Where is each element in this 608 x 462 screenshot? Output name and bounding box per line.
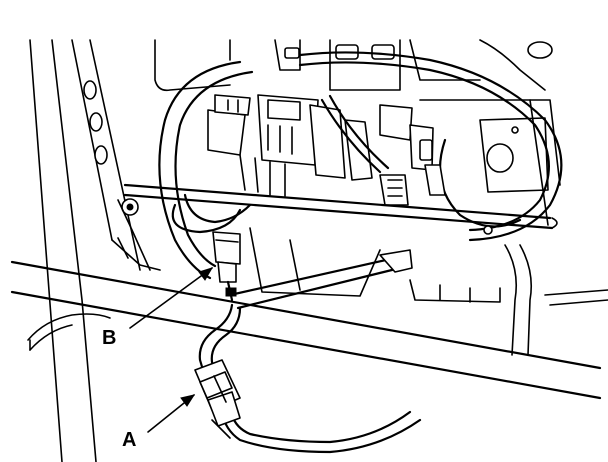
callout-label-a: A [122, 429, 136, 451]
leader-b [129, 267, 214, 329]
cross-rod [117, 183, 558, 271]
callout-label-b: B [102, 327, 116, 349]
front-crossbar [10, 260, 602, 400]
diagonal-brace [228, 249, 413, 310]
harness-to-connector-a [198, 303, 422, 454]
harness-loop-left [158, 60, 254, 280]
left-harness [27, 313, 111, 351]
left-frame [29, 39, 161, 462]
connector-a [194, 359, 241, 439]
connector-cluster [207, 94, 549, 235]
lower-plate [249, 227, 608, 356]
connector-b [212, 231, 241, 302]
leader-a [147, 394, 196, 433]
